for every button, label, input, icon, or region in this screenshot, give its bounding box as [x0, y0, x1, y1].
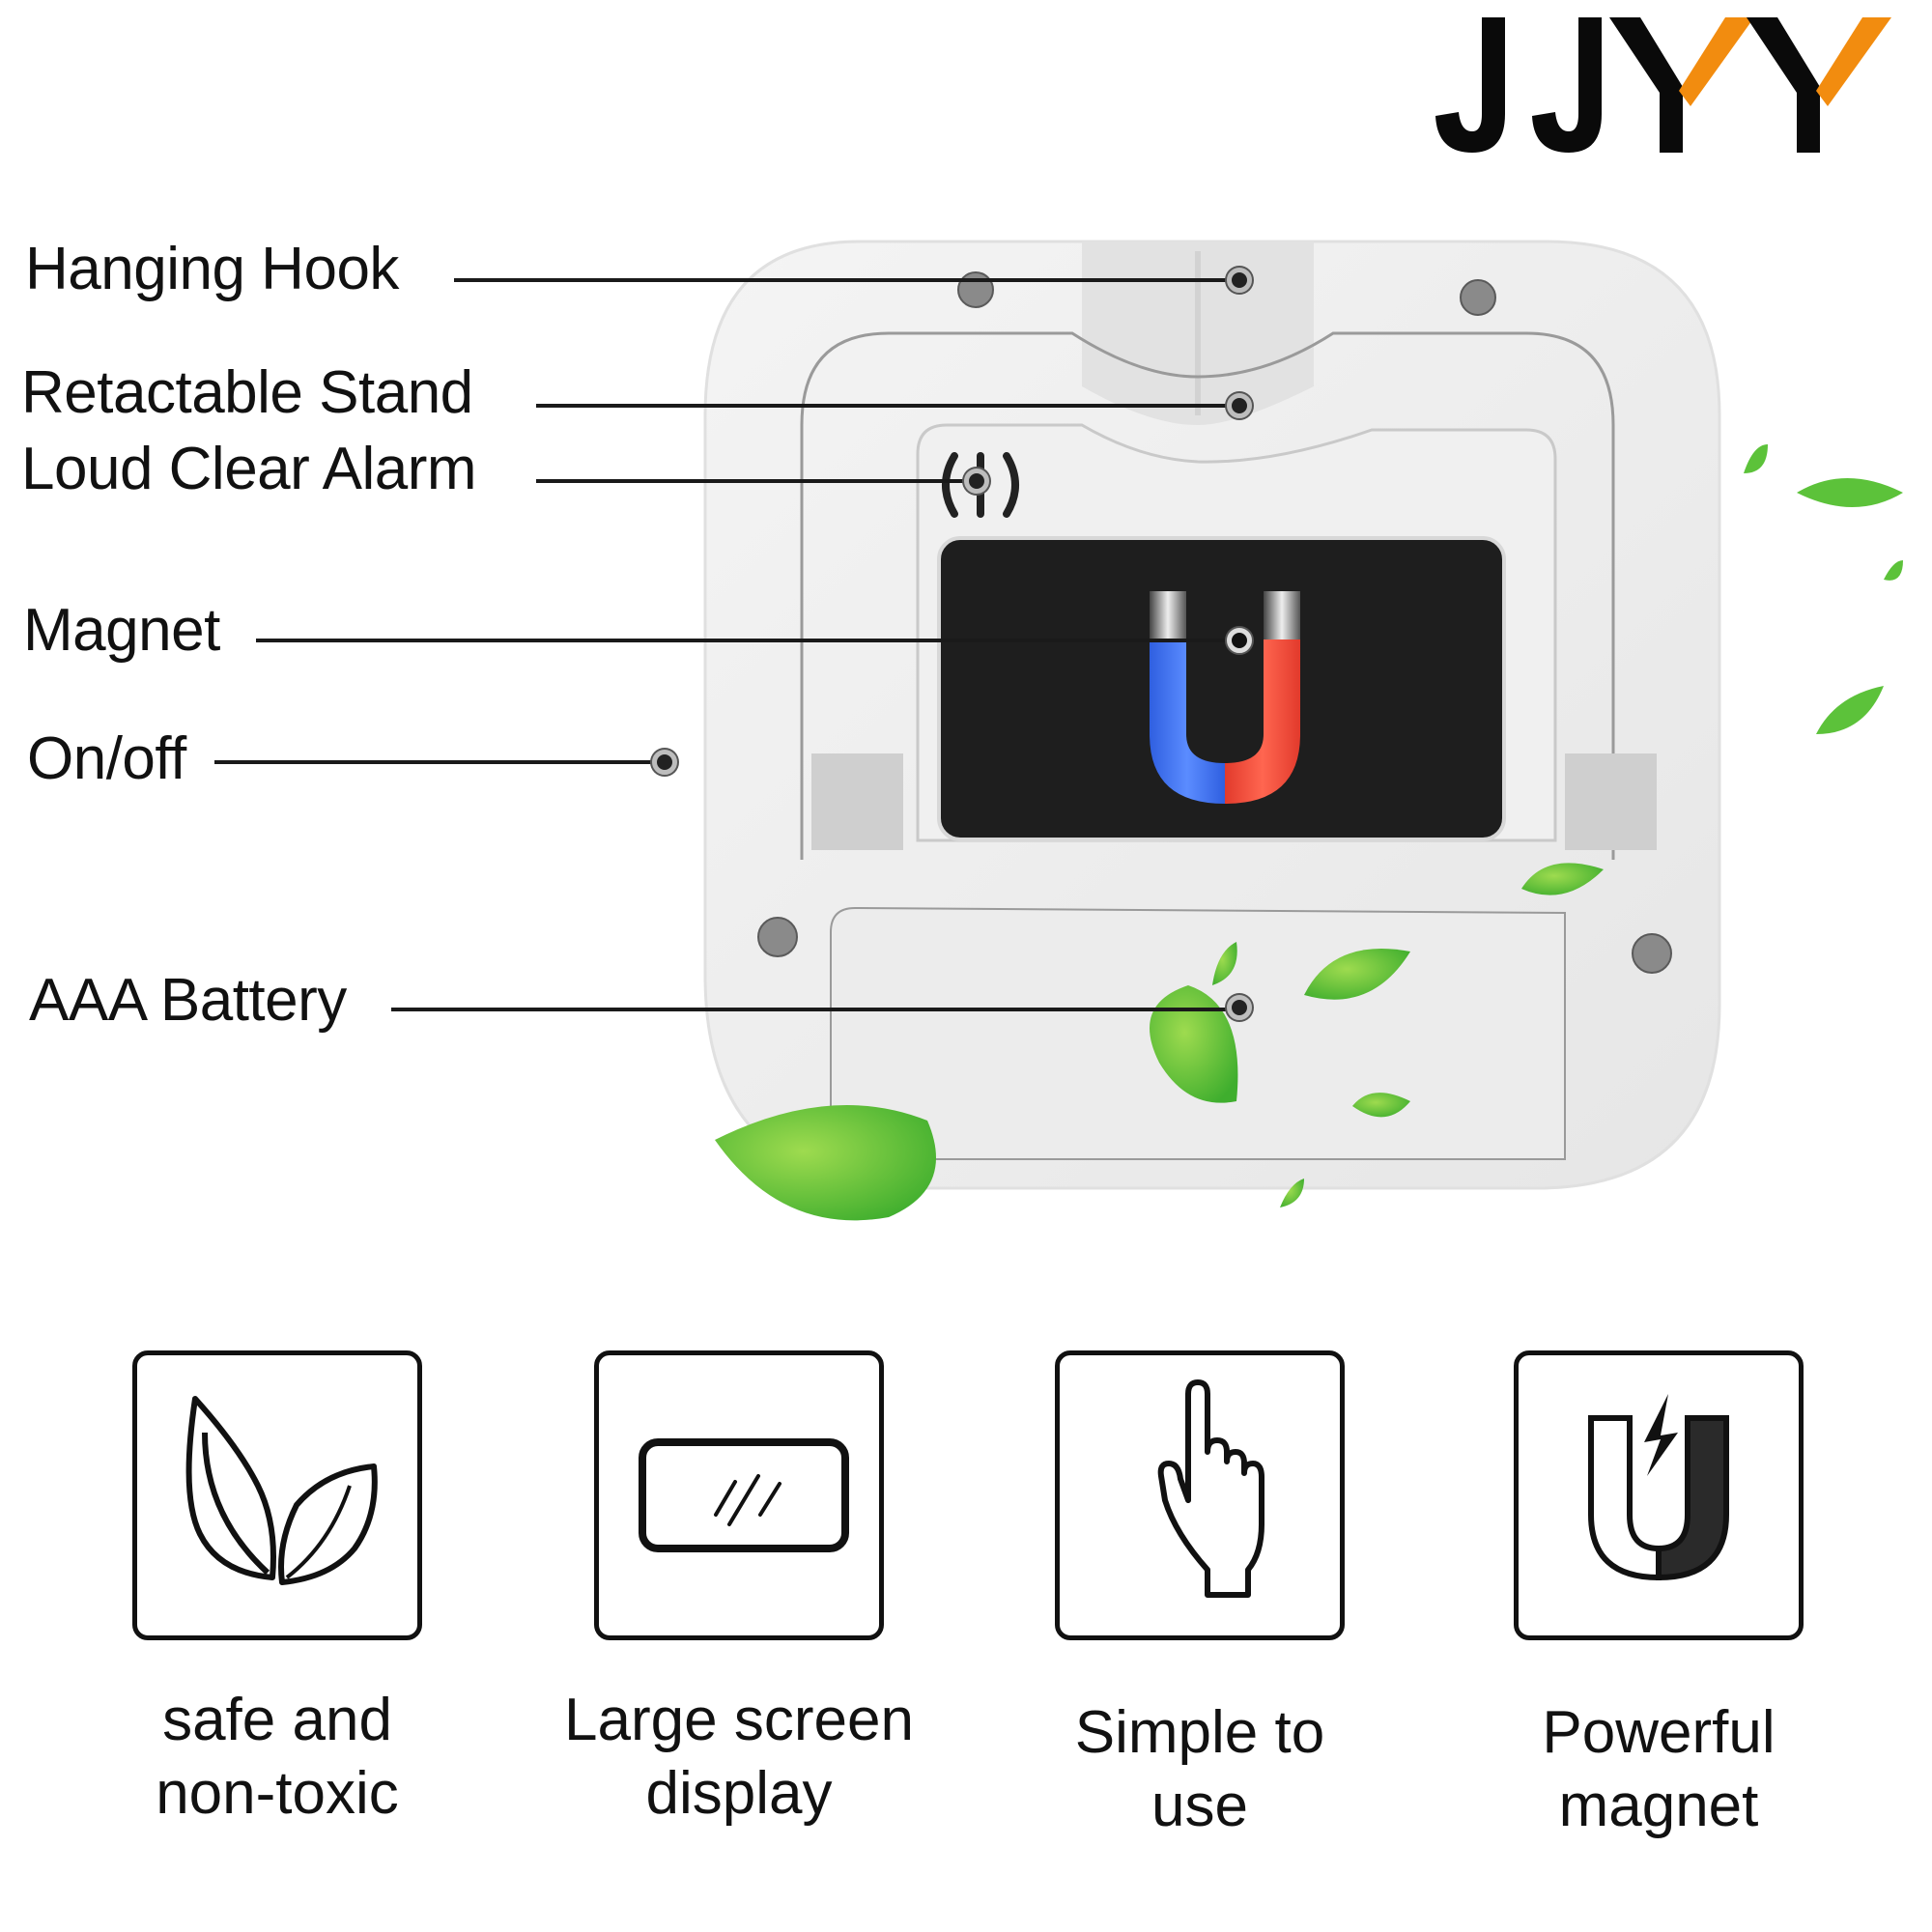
feature-safe-non-toxic: safe and non-toxic: [132, 1350, 422, 1827]
device-back-illustration: [696, 232, 1729, 1221]
callout-line-magnet: [256, 639, 1227, 642]
callout-label-loud-clear-alarm: Loud Clear Alarm: [21, 436, 477, 502]
callout-label-retractable-stand: Retactable Stand: [21, 359, 473, 426]
callout-label-on-off: On/off: [27, 725, 186, 792]
screen-icon: [639, 1438, 849, 1552]
feature-icon-box: [132, 1350, 422, 1640]
callout-line-loud-clear-alarm: [536, 479, 966, 483]
callout-label-magnet: Magnet: [23, 597, 220, 664]
pointing-hand-icon: [1157, 1379, 1264, 1598]
jjyy-logo-icon: [1435, 17, 1891, 153]
callout-point-loud-clear-alarm: [964, 469, 989, 494]
feature-caption: Powerful magnet: [1542, 1699, 1776, 1839]
callout-point-hanging-hook: [1227, 268, 1252, 293]
callout-line-on-off: [214, 760, 655, 764]
callout-line-hanging-hook: [454, 278, 1227, 282]
feature-icon-box: [1514, 1350, 1804, 1640]
brand-logo: [1420, 8, 1922, 172]
magnet-icon: [1588, 1394, 1729, 1581]
feature-icon-box: [1055, 1350, 1345, 1640]
callout-label-hanging-hook: Hanging Hook: [25, 236, 399, 302]
callout-line-retractable-stand: [536, 404, 1227, 408]
callout-point-on-off: [652, 750, 677, 775]
callout-point-magnet: [1227, 628, 1252, 653]
callout-line-aaa-battery: [391, 1008, 1227, 1011]
clock-back-icon: [703, 240, 1721, 1221]
feature-icon-box: [594, 1350, 884, 1640]
callout-point-aaa-battery: [1227, 995, 1252, 1020]
feature-caption: safe and non-toxic: [156, 1687, 399, 1827]
feature-caption: Large screen display: [564, 1687, 914, 1827]
feature-simple-to-use: Simple to use: [1055, 1350, 1345, 1839]
decorative-leaves-icon: [1744, 444, 1903, 734]
feature-powerful-magnet: Powerful magnet: [1514, 1350, 1804, 1839]
callout-point-retractable-stand: [1227, 393, 1252, 418]
feature-large-screen: Large screen display: [564, 1350, 914, 1827]
feature-caption: Simple to use: [1074, 1699, 1325, 1839]
callout-label-aaa-battery: AAA Battery: [29, 967, 347, 1034]
leaves-icon: [185, 1396, 378, 1585]
